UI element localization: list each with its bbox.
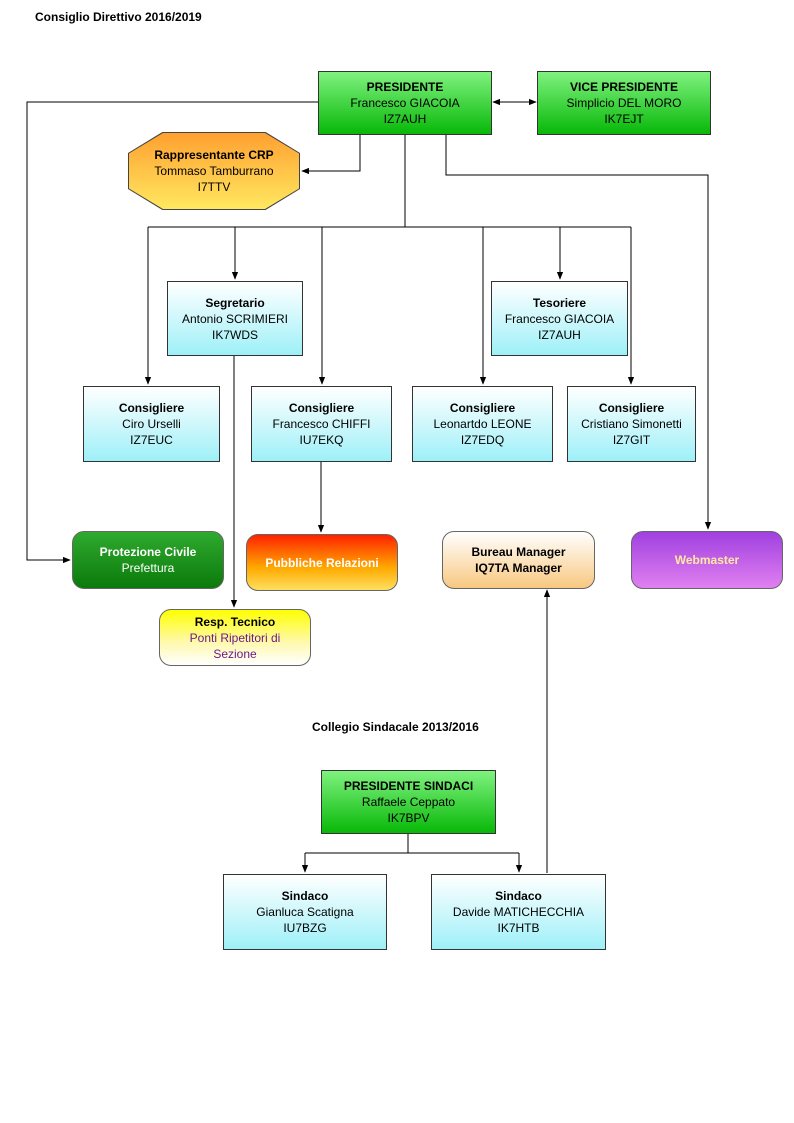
webmaster-role: Webmaster <box>674 553 740 567</box>
consigliere-call: IZ7GIT <box>612 433 651 447</box>
tecnico-line2: Sezione <box>213 646 257 661</box>
consigliere-box-2: Consigliere Francesco CHIFFI IU7EKQ <box>251 386 392 462</box>
sindaco-name: Davide MATICHECCHIA <box>452 905 585 919</box>
presidente-sindaci-box: PRESIDENTE SINDACI Raffaele Ceppato IK7B… <box>321 770 496 834</box>
tesoriere-box: Tesoriere Francesco GIACOIA IZ7AUH <box>491 281 628 356</box>
bureau-manager-box: Bureau Manager IQ7TA Manager <box>442 531 595 589</box>
resp-tecnico-box: Resp. Tecnico Ponti Ripetitori di Sezion… <box>159 609 311 666</box>
sindaco-call: IU7BZG <box>283 921 327 935</box>
sindaco-box-2: Sindaco Davide MATICHECCHIA IK7HTB <box>431 874 606 950</box>
pres-sindaci-call: IK7BPV <box>387 811 430 825</box>
tecnico-line1: Ponti Ripetitori di <box>189 630 281 645</box>
consigliere-call: IZ7EDQ <box>460 433 505 447</box>
consigliere-name: Francesco CHIFFI <box>272 417 371 431</box>
consigliere-name: Leonartdo LEONE <box>433 417 532 431</box>
pres-sindaci-name: Raffaele Ceppato <box>361 795 456 809</box>
consigliere-role: Consigliere <box>118 401 185 415</box>
consigliere-role: Consigliere <box>288 401 355 415</box>
pubbliche-relazioni-box: Pubbliche Relazioni <box>246 534 398 591</box>
protezione-civile-box: Protezione Civile Prefettura <box>72 531 224 589</box>
tesoriere-call: IZ7AUH <box>538 327 581 342</box>
consigliere-call: IU7EKQ <box>299 433 344 447</box>
sindaco-name: Gianluca Scatigna <box>256 905 354 919</box>
bureau-name: IQ7TA Manager <box>475 561 562 575</box>
webmaster-box: Webmaster <box>631 531 783 589</box>
pubbliche-role: Pubbliche Relazioni <box>265 555 379 570</box>
consigliere-role: Consigliere <box>598 401 665 415</box>
consiglio-heading: Consiglio Direttivo 2016/2019 <box>35 10 202 24</box>
collegio-heading: Collegio Sindacale 2013/2016 <box>312 720 479 734</box>
tesoriere-role: Tesoriere <box>532 295 587 310</box>
consigliere-box-4: Consigliere Cristiano Simonetti IZ7GIT <box>567 386 696 462</box>
segretario-name: Antonio SCRIMIERI <box>181 311 289 326</box>
segretario-box: Segretario Antonio SCRIMIERI IK7WDS <box>167 281 303 356</box>
presidente-role: PRESIDENTE <box>366 80 444 94</box>
crp-box: Rappresentante CRP Tommaso Tamburrano I7… <box>128 132 300 210</box>
presidente-box: PRESIDENTE Francesco GIACOIA IZ7AUH <box>318 71 492 135</box>
sindaco-box-1: Sindaco Gianluca Scatigna IU7BZG <box>223 874 387 950</box>
segretario-call: IK7WDS <box>211 327 258 342</box>
tesoriere-name: Francesco GIACOIA <box>504 311 615 326</box>
crp-call: I7TTV <box>197 180 231 194</box>
sindaco-call: IK7HTB <box>497 921 540 935</box>
tecnico-role: Resp. Tecnico <box>194 614 276 629</box>
consigliere-name: Ciro Urselli <box>122 417 181 431</box>
protezione-name: Prefettura <box>121 561 175 575</box>
consigliere-call: IZ7EUC <box>130 433 173 447</box>
consigliere-box-1: Consigliere Ciro Urselli IZ7EUC <box>83 386 220 462</box>
vice-call: IK7EJT <box>604 112 644 126</box>
vice-role: VICE PRESIDENTE <box>569 80 679 94</box>
vice-name: Simplicio DEL MORO <box>566 96 682 110</box>
crp-name: Tommaso Tamburrano <box>154 164 274 178</box>
bureau-role: Bureau Manager <box>471 545 566 559</box>
presidente-name: Francesco GIACOIA <box>350 96 460 110</box>
segretario-role: Segretario <box>205 295 265 310</box>
presidente-call: IZ7AUH <box>383 112 427 126</box>
protezione-role: Protezione Civile <box>99 545 197 559</box>
consigliere-role: Consigliere <box>449 401 516 415</box>
sindaco-role: Sindaco <box>495 889 542 903</box>
consigliere-name: Cristiano Simonetti <box>581 417 682 431</box>
crp-role: Rappresentante CRP <box>154 148 274 162</box>
vice-presidente-box: VICE PRESIDENTE Simplicio DEL MORO IK7EJ… <box>537 71 711 135</box>
consigliere-box-3: Consigliere Leonartdo LEONE IZ7EDQ <box>412 386 553 462</box>
sindaco-role: Sindaco <box>281 889 329 903</box>
pres-sindaci-role: PRESIDENTE SINDACI <box>343 779 474 793</box>
